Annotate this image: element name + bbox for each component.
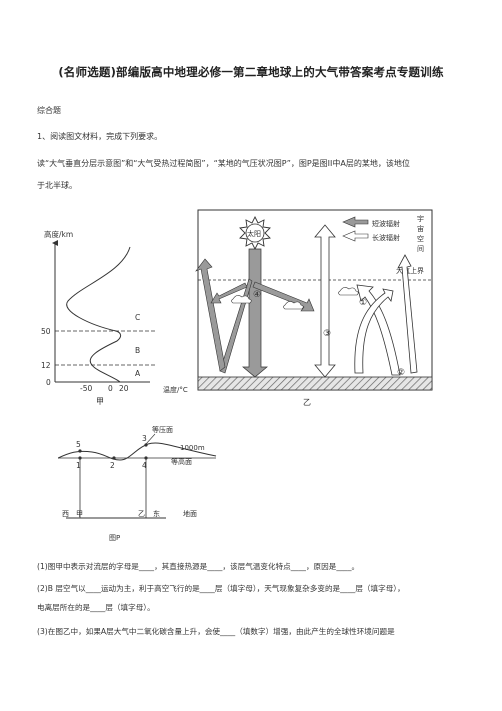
short-wave-legend-arrow	[342, 216, 369, 228]
ground-surface	[197, 376, 433, 391]
space-char-4: 间	[417, 245, 424, 253]
isobar-label: 等压面	[152, 425, 173, 434]
x-tick-minus50: -50	[80, 384, 92, 393]
upper-boundary-label: 大气上界	[396, 266, 424, 275]
ground-label: 地面	[183, 509, 197, 518]
marker-2: ②	[397, 368, 405, 378]
y-tick-12: 12	[41, 361, 51, 370]
y-axis-label: 高度/km	[44, 229, 73, 239]
point-3-label: 3	[142, 434, 147, 443]
section-heading: 综合题	[37, 106, 61, 115]
isobaric-surface-curve	[58, 442, 217, 461]
temperature-curve	[66, 246, 131, 383]
x-tick-0: 0	[108, 384, 113, 393]
cloud-icon	[231, 295, 252, 304]
location-jia-label: 甲	[76, 510, 83, 518]
layer-c-label: C	[135, 313, 140, 322]
x-axis-label: 温度/°C	[163, 385, 188, 394]
marker-1: ①	[359, 298, 367, 308]
intro-line-2: 于北半球。	[37, 181, 77, 190]
point-1-label: 1	[76, 461, 81, 470]
figure-jia-atmosphere-layers: 高度/km 温度/°C 50 12 0 -50 0 20 C B A 甲	[41, 229, 188, 406]
figure-jia-caption: 甲	[96, 397, 104, 406]
x-tick-20: 20	[119, 384, 129, 393]
figure-p-caption: 图P	[109, 534, 120, 542]
cloud-icon	[338, 287, 359, 296]
point-5	[78, 449, 82, 453]
scattered-radiation-left-arrow	[210, 282, 248, 304]
question-number: 1、阅读图文材料，完成下列要求。	[37, 132, 163, 141]
figure-yi-caption: 乙	[303, 398, 311, 407]
sun-label: 太阳	[247, 229, 261, 238]
layer-a-label: A	[135, 369, 141, 378]
question-part-2-line-1: (2)B 层空气以____运动为主，利于高空飞行的是____层（填字母），天气现…	[37, 584, 405, 593]
point-2-label: 2	[110, 461, 115, 470]
short-wave-legend-label: 短波辐射	[372, 219, 400, 228]
point-2	[112, 456, 116, 460]
layer-b-label: B	[135, 346, 140, 355]
figure-p-pressure: 等压面 1000m 等高面 5 3 1 2 4 西 甲 乙 东 地面 图P	[58, 425, 217, 542]
location-yi-label: 乙	[138, 510, 145, 518]
height-label: 1000m	[180, 444, 205, 452]
space-char-1: 宇	[417, 214, 424, 223]
point-4	[144, 456, 148, 460]
space-char-2: 宙	[417, 224, 424, 233]
point-1	[78, 456, 82, 460]
double-longwave-arrow	[314, 224, 336, 378]
page-title: (名师选题)部编版高中地理必修一第二章地球上的大气带答案考点专题训练	[58, 65, 444, 79]
intro-line-1: 读“大气垂直分层示意图”和“大气受热过程简图”，“某地的气压状况图P”，图P是图…	[37, 159, 410, 168]
ground-longwave-arrow	[356, 284, 401, 376]
atmospheric-counter-radiation-arrow	[354, 288, 394, 374]
space-char-3: 空	[417, 234, 424, 243]
point-4-label: 4	[142, 461, 147, 470]
y-tick-50: 50	[41, 327, 51, 336]
long-wave-legend-arrow	[342, 230, 369, 242]
marker-4: ④	[253, 290, 261, 300]
level-label: 等高面	[171, 457, 192, 466]
reflected-radiation-arrow	[195, 258, 226, 372]
question-part-1: (1)图甲中表示对流层的字母是____，其直接热源是____，该层气温变化特点_…	[37, 562, 360, 571]
y-tick-0: 0	[46, 378, 51, 387]
cloud-icon	[283, 301, 304, 310]
isobar-leader-line	[145, 433, 156, 445]
sun-icon	[239, 215, 271, 251]
figure-yi-heating-process: 大气上界 宇 宙 空 间 短波辐射 长波辐射 太阳 ④ ③ ① ② 乙	[195, 209, 433, 407]
marker-3: ③	[323, 329, 331, 339]
point-5-label: 5	[76, 440, 81, 449]
space-longwave-arrow	[397, 254, 418, 374]
long-wave-legend-label: 长波辐射	[372, 233, 400, 242]
question-part-3: (3)在图乙中，如果A层大气中二氧化碳含量上升，会使____（填数字）增强，由此…	[37, 627, 395, 636]
west-label: 西	[62, 510, 69, 518]
point-3	[144, 443, 148, 447]
east-label: 东	[153, 509, 160, 518]
question-part-2-line-2: 电离层所在的是____层（填字母）。	[37, 603, 155, 612]
